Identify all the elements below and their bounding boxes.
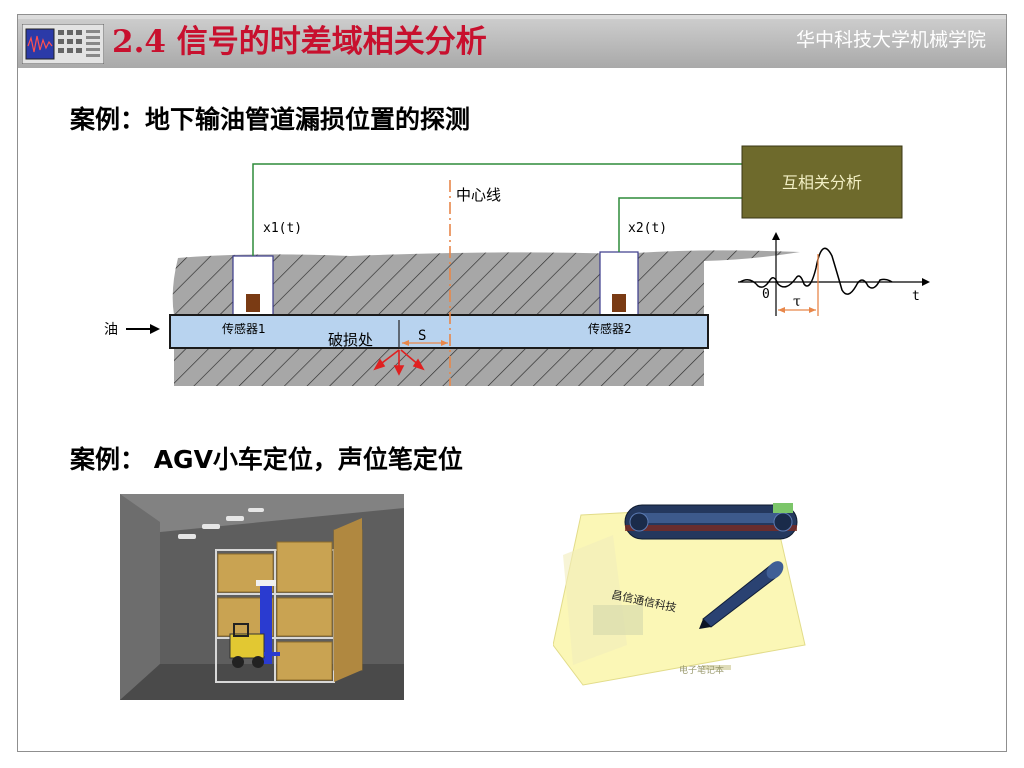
x1-signal-label: x1(t)	[263, 221, 302, 236]
correlator-label: 互相关分析	[782, 173, 862, 192]
correlation-graph	[738, 232, 930, 316]
organization-name: 华中科技大学机械学院	[795, 29, 986, 51]
slide-title: 2.4 信号的时差域相关分析	[112, 24, 487, 60]
stylus-pen	[699, 561, 784, 629]
oscilloscope-logo-icon	[22, 24, 104, 64]
origin-label: 0	[762, 287, 770, 302]
ground-lower	[174, 348, 704, 386]
ground-upper	[172, 250, 801, 315]
header-top-strip	[17, 14, 1007, 19]
sensor1-label: 传感器1	[222, 321, 266, 336]
t-axis-label: t	[912, 289, 920, 304]
slide-frame	[17, 14, 1007, 752]
s-label: S	[418, 328, 426, 344]
sensor2-label: 传感器2	[588, 321, 632, 336]
leak-label: 破损处	[328, 331, 373, 349]
x2-signal-label: x2(t)	[628, 221, 667, 236]
sensor2-wire	[618, 197, 742, 252]
s-arrow-left	[402, 340, 409, 346]
case1-heading: 案例：地下输油管道漏损位置的探测	[70, 105, 471, 134]
sensor1-block	[246, 294, 260, 312]
correlator-box	[741, 145, 903, 219]
tau-label: τ	[793, 294, 801, 310]
oil-label: 油	[104, 322, 118, 338]
center-line-label: 中心线	[456, 186, 501, 204]
sensor1-wire	[252, 163, 742, 256]
case2-heading: 案例： AGV小车定位，声位笔定位	[70, 445, 463, 474]
s-arrow-right	[441, 340, 448, 346]
oil-arrow-head	[150, 324, 160, 334]
sensor2-block	[612, 294, 626, 312]
pen-notebook-label: 电子笔记本	[679, 664, 724, 676]
pipeline-leak-diagram: 互相关分析 中心线 x1(t) x2(t) 油 传感器1 传感器2 破损处 S …	[104, 145, 930, 386]
leak-arrows	[373, 349, 425, 376]
agv-warehouse-image	[120, 494, 404, 700]
pen-receiver	[624, 503, 798, 540]
acoustic-pen-image: 昌信通信科技 电子笔记本	[553, 495, 809, 690]
header-bar	[17, 14, 1007, 68]
